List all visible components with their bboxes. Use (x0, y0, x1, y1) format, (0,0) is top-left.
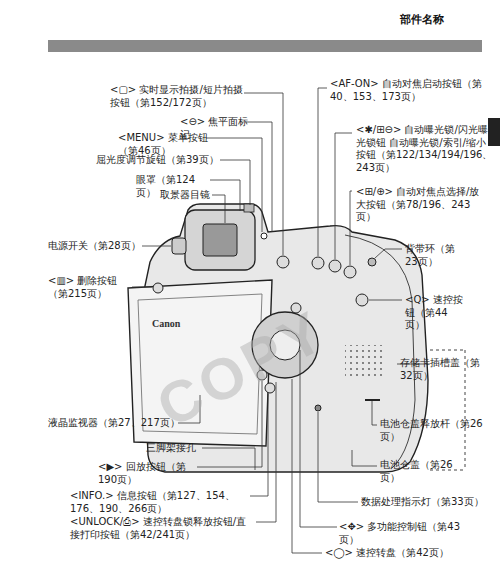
part-label: <▥> 删除按钮（第215页） (48, 275, 132, 300)
part-label: 电池仓盖释放杆（第26页） (380, 418, 492, 443)
grip-texture (345, 345, 385, 380)
diopter-knob (244, 204, 254, 212)
part-label: 三脚架接孔 (146, 442, 204, 455)
brand-logo: Canon (152, 318, 212, 329)
battery-lever (365, 399, 380, 401)
menu-button (261, 233, 267, 239)
part-label: <⊞/⊕> 自动对焦点选择/放大按钮（第78/196、243页） (356, 186, 481, 224)
power-switch (172, 238, 186, 254)
part-label: 电池仓盖（第26页） (380, 459, 462, 484)
access-lamp (315, 405, 321, 411)
eyepiece (203, 224, 237, 256)
af-point-button (344, 266, 356, 278)
part-label: 数据处理指示灯（第33页） (361, 496, 486, 509)
side-tab (488, 118, 500, 146)
part-label: <MENU> 菜单按钮（第46页） (118, 132, 208, 157)
part-label: <✥> 多功能控制钮（第43页） (339, 521, 479, 546)
af-on-button (312, 257, 324, 269)
part-label: 液晶监视器（第27、217页） (48, 417, 180, 430)
part-label: <✱/⊞⊖> 自动曝光锁/闪光曝光锁钮 自动曝光锁/索引/缩小按钮（第122/1… (356, 124, 494, 174)
eyecup (185, 210, 255, 270)
strap-mount (368, 258, 376, 266)
part-label: <▢> 实时显示拍摄/短片拍摄按钮（第152/172页） (110, 84, 244, 109)
q-button (356, 294, 368, 306)
ae-lock-button (329, 260, 341, 272)
part-label: <UNLOCK/⎙> 速控转盘锁释放按钮/直接打印按钮（第42/241页） (70, 516, 256, 541)
part-label: <◯> 速控转盘（第42页） (325, 547, 455, 560)
part-label: 电源开关（第28页） (48, 240, 144, 253)
live-view-button (277, 256, 289, 268)
part-label: <Q> 速控按钮（第44页） (405, 294, 465, 332)
card-slot-bracket (430, 350, 465, 351)
part-label: <INFO.> 信息按钮（第127、154、176、190、266页） (70, 490, 250, 515)
part-label: 取景器目镜 (160, 189, 220, 202)
part-label: 背带环（第23页） (405, 243, 465, 268)
header-bar (48, 40, 482, 52)
part-label: 存储卡插槽盖（第32页） (400, 357, 480, 382)
erase-button (153, 283, 163, 293)
page-heading: 部件名称 (400, 12, 444, 27)
part-label: <AF-ON> 自动对焦启动按钮（第40、153、173页） (330, 78, 495, 103)
part-label: 屈光度调节旋钮（第39页） (96, 154, 220, 167)
part-label: <▶> 回放按钮（第190页） (98, 461, 198, 486)
